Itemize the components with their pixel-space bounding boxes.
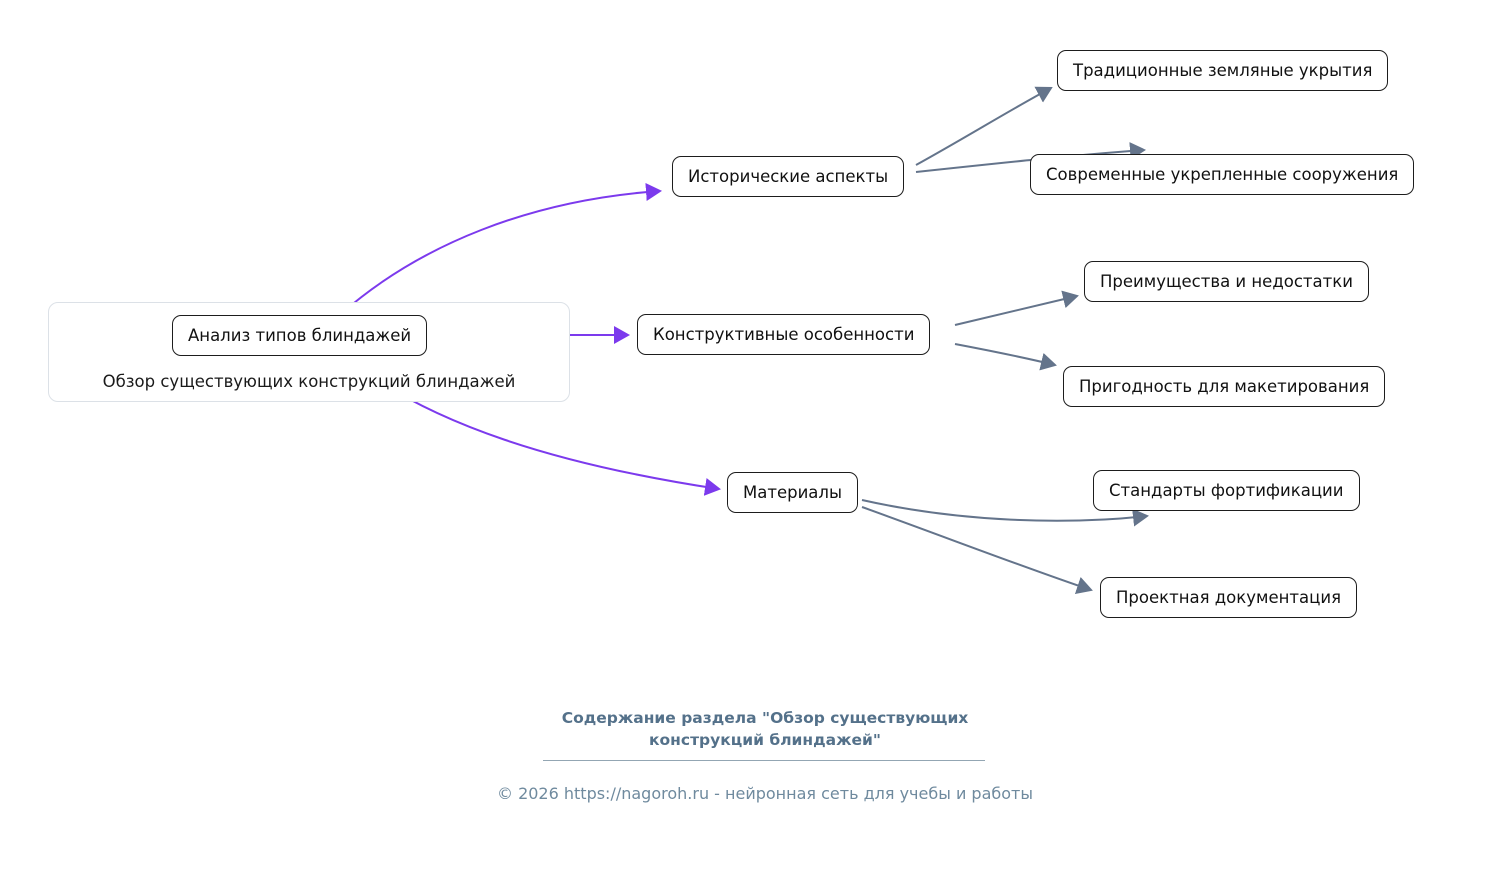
child-node-suitability-for-modeling: Пригодность для макетирования — [1063, 366, 1386, 407]
footer-copyright: © 2026 https://nagoroh.ru - нейронная се… — [496, 784, 1033, 803]
arrow-constructive-to-suitability — [954, 343, 1057, 371]
root-subtitle: Обзор существующих конструкций блиндажей — [102, 372, 516, 391]
arrow-constructive-to-advantages — [954, 290, 1079, 326]
footer-section-title-text: Содержание раздела "Обзор существующих к… — [561, 709, 969, 750]
child-node-modern-fortified-structures: Современные укрепленные сооружения — [1030, 154, 1415, 195]
arrow-historical-to-traditional — [915, 86, 1053, 166]
root-node: Анализ типов блиндажей — [172, 315, 428, 356]
branch-node-historical-aspects: Исторические аспекты — [672, 156, 905, 197]
child-node-traditional-earth-shelters: Традиционные земляные укрытия — [1057, 50, 1389, 91]
child-node-advantages-disadvantages: Преимущества и недостатки — [1084, 261, 1369, 302]
arrow-materials-to-documentation — [861, 506, 1093, 595]
arrow-root-to-historical — [341, 182, 662, 314]
child-node-project-documentation: Проектная документация — [1100, 577, 1357, 618]
branch-node-materials: Материалы — [727, 472, 858, 513]
footer-section-title: Содержание раздела "Обзор существующих к… — [345, 707, 1185, 752]
branch-node-constructive-features: Конструктивные особенности — [637, 314, 931, 355]
footer-divider — [543, 760, 985, 761]
child-node-fortification-standards: Стандарты фортификации — [1093, 470, 1360, 511]
